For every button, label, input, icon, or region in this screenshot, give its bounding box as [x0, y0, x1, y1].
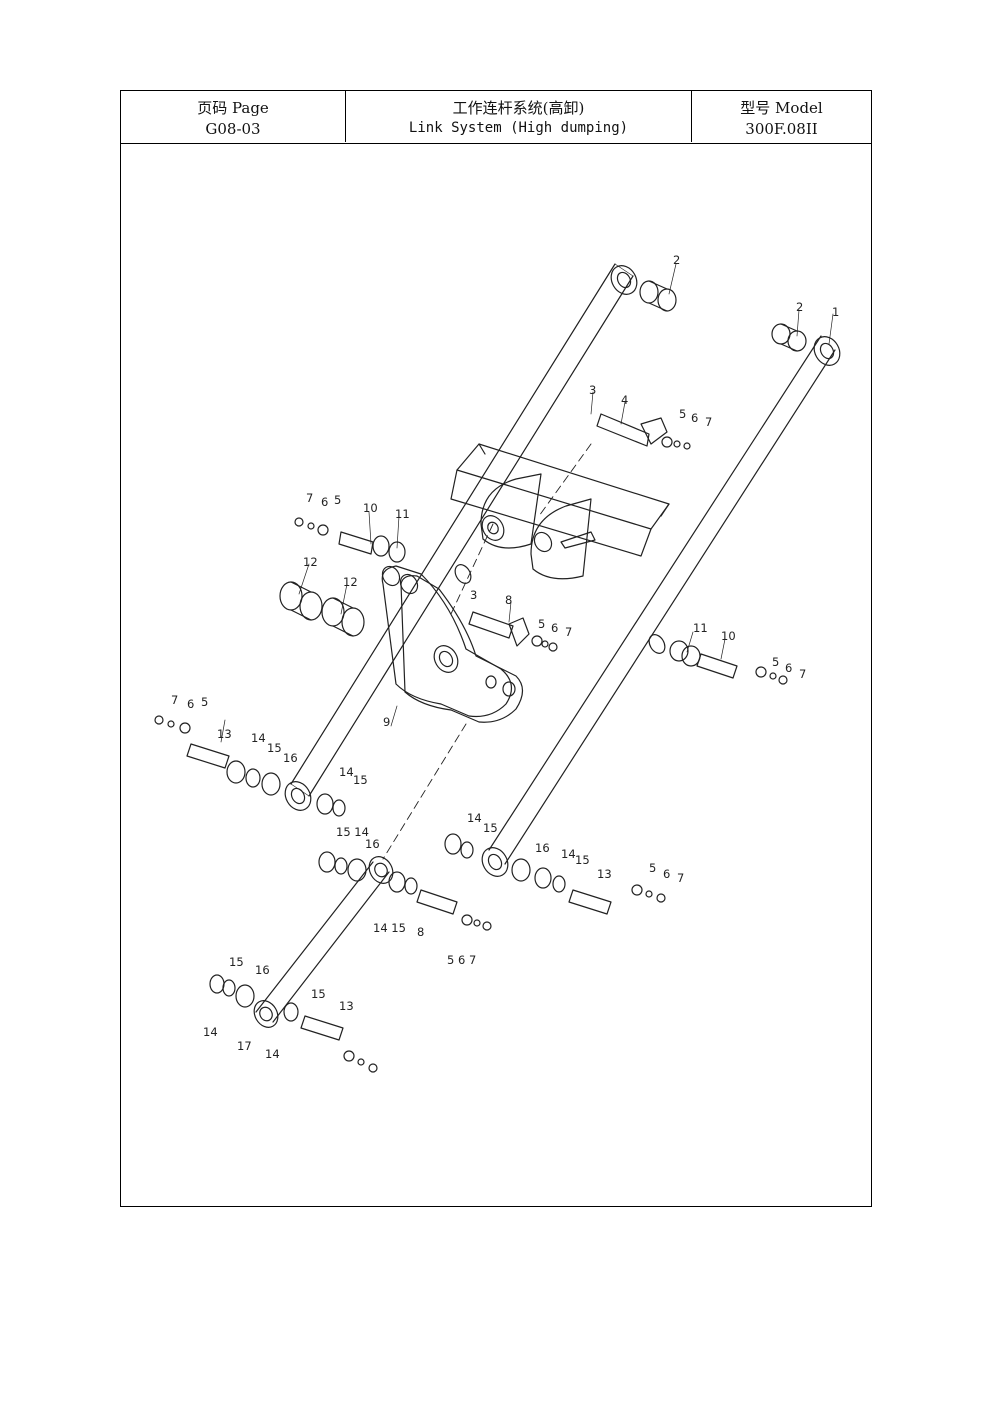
callout-5-6-7-lower: 5 6 7: [447, 953, 476, 967]
page-label: 页码 Page: [197, 99, 269, 117]
page-cell: 页码 Page G08-03: [121, 91, 346, 142]
callout-14-left: 14: [251, 731, 266, 745]
callout-labels: 1 2 2 3 4 5 6 7 7 6 5 10 11 12 12 3 8 5 …: [171, 253, 839, 1061]
callout-7-lower-right: 7: [677, 871, 684, 885]
right-boom-arm: [481, 335, 841, 877]
callout-3-top: 3: [589, 383, 596, 397]
callout-15-left: 15: [267, 741, 282, 755]
callout-13-right: 13: [597, 867, 612, 881]
assembly-lines: [382, 443, 592, 860]
callout-15-center-right: 15: [483, 821, 498, 835]
callout-14-right: 14: [561, 847, 576, 861]
callout-7-mid: 7: [565, 625, 572, 639]
callout-10-left: 10: [363, 501, 378, 515]
callout-1: 1: [832, 305, 839, 319]
callout-13-left: 13: [217, 727, 232, 741]
tube-brackets: [454, 473, 596, 584]
callout-15-14-center: 15 14: [336, 825, 369, 839]
callout-5-left: 5: [334, 493, 341, 507]
callout-15-bottom: 15: [229, 955, 244, 969]
link-system-diagram: 1 2 2 3 4 5 6 7 7 6 5 10 11 12 12 3 8 5 …: [154, 253, 841, 1073]
model-value: 300F.08II: [745, 120, 818, 138]
callout-6-top: 6: [691, 411, 698, 425]
callout-5-far-left: 5: [201, 695, 208, 709]
callout-11-left: 11: [395, 507, 410, 521]
callout-15-right: 15: [575, 853, 590, 867]
callout-14-bottom-right: 14: [265, 1047, 280, 1061]
callout-7-left: 7: [306, 491, 313, 505]
callout-6-left: 6: [321, 495, 328, 509]
callout-7-far-left: 7: [171, 693, 178, 707]
callout-6-right: 6: [785, 661, 792, 675]
callout-14-15-lower: 14 15: [373, 921, 406, 935]
callout-5-lower-right: 5: [649, 861, 656, 875]
cross-tube: [450, 443, 670, 557]
callout-5-right: 5: [772, 655, 779, 669]
rocker-arm: [381, 565, 524, 723]
left-boom-arm: [284, 263, 638, 811]
callout-7-top: 7: [705, 415, 712, 429]
callout-6-lower-right: 6: [663, 867, 670, 881]
callout-9: 9: [383, 715, 390, 729]
callout-16-right: 16: [535, 841, 550, 855]
callout-8-lower: 8: [417, 925, 424, 939]
drawing-sheet: 页码 Page G08-03 工作连杆系统(高卸) Link System (H…: [120, 90, 872, 1207]
page-number: G08-03: [205, 120, 261, 138]
callout-2-right: 2: [796, 300, 803, 314]
callout-16-bottom: 16: [255, 963, 270, 977]
title-chinese: 工作连杆系统(高卸): [452, 99, 585, 117]
callout-6-mid: 6: [551, 621, 558, 635]
callout-6-far-left: 6: [187, 697, 194, 711]
callout-14-upper-mid: 14: [339, 765, 354, 779]
callout-12-b: 12: [343, 575, 358, 589]
callout-10-right: 10: [721, 629, 736, 643]
callout-5-mid: 5: [538, 617, 545, 631]
callout-12-a: 12: [303, 555, 318, 569]
pins-and-bushings: [154, 280, 807, 1073]
callout-13-bottom: 13: [339, 999, 354, 1013]
callout-8-top: 8: [505, 593, 512, 607]
callout-16-left: 16: [283, 751, 298, 765]
callout-5-top: 5: [679, 407, 686, 421]
callout-11-right: 11: [693, 621, 708, 635]
exploded-view-drawing: 1 2 2 3 4 5 6 7 7 6 5 10 11 12 12 3 8 5 …: [121, 144, 871, 1206]
callout-3-mid: 3: [470, 588, 477, 602]
callout-14-bottom: 14: [203, 1025, 218, 1039]
callout-2-top: 2: [673, 253, 680, 267]
callout-7-right: 7: [799, 667, 806, 681]
callout-16-center: 16: [365, 837, 380, 851]
callout-14-center-right: 14: [467, 811, 482, 825]
callout-4: 4: [621, 393, 628, 407]
lower-link: [253, 856, 394, 1028]
callout-15-bottom-right: 15: [311, 987, 326, 1001]
callout-15-upper-mid: 15: [353, 773, 368, 787]
title-cell: 工作连杆系统(高卸) Link System (High dumping): [346, 91, 692, 142]
title-english: Link System (High dumping): [408, 120, 629, 136]
title-block: 页码 Page G08-03 工作连杆系统(高卸) Link System (H…: [121, 91, 871, 144]
model-label: 型号 Model: [740, 99, 823, 117]
model-cell: 型号 Model 300F.08II: [692, 91, 871, 142]
callout-17: 17: [237, 1039, 252, 1053]
leader-lines: [220, 263, 834, 743]
